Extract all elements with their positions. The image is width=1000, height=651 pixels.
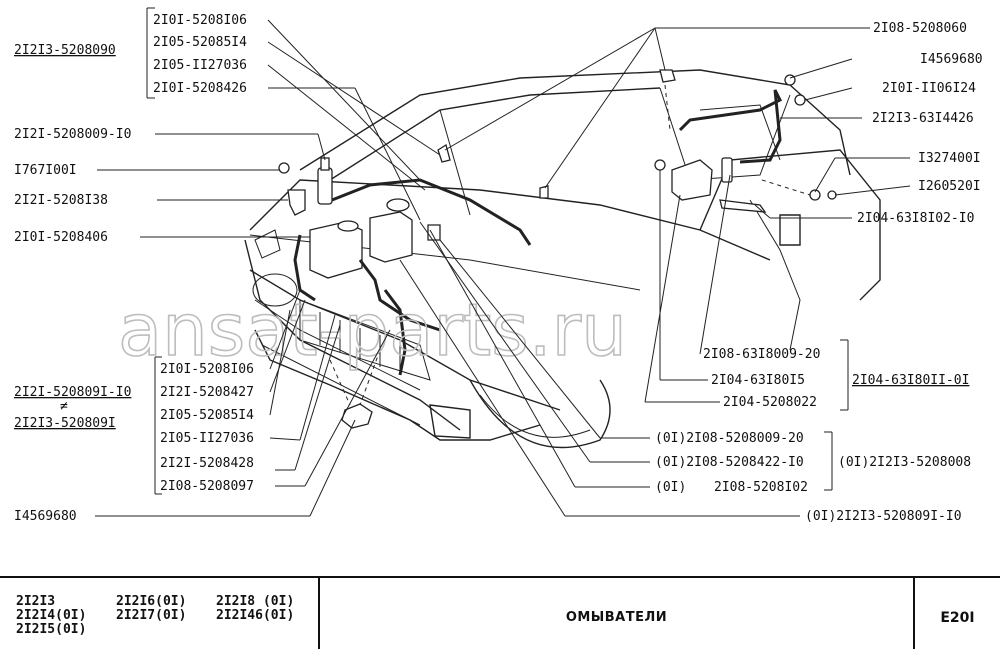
rear-reservoir: [671, 159, 713, 201]
model-r2c1: 2I2I4(0I): [16, 608, 87, 623]
label-5208009-20: (0I)2I08-5208009-20: [655, 431, 804, 446]
label-5208022: 2I04-5208022: [723, 395, 817, 410]
label-mid-group-6: 2I08-5208097: [160, 479, 254, 494]
model-r1c2: 2I2I6(0I): [116, 594, 187, 609]
label-13274001: I327400I: [918, 151, 981, 166]
label-top-group-1: 2I0I-5208I06: [153, 13, 247, 28]
washer-parts: [278, 69, 837, 429]
model-r1c1: 2I2I3: [16, 594, 56, 609]
label-group-header-5208091: 2I2I3-520809I: [14, 416, 116, 431]
label-group-header-5208091-10: 2I2I-520809I-I0: [14, 385, 131, 400]
part-labels: 2I2I3-5208090 2I0I-5208I06 2I05-52085I4 …: [14, 13, 983, 524]
model-r3c1: 2I2I5(0I): [16, 622, 87, 637]
reservoir-right: [369, 211, 413, 263]
label-6314426: 2I2I3-63I4426: [872, 111, 974, 126]
label-top-group-4: 2I0I-5208426: [153, 81, 247, 96]
label-5208091-10-bottom: (0I)2I2I3-520809I-I0: [805, 509, 962, 524]
model-r2c3: 2I2I46(0I): [216, 608, 295, 623]
label-6318102-10: 2I04-63I8I02-I0: [857, 211, 974, 226]
label-6318011-01: 2I04-63I80II-0I: [852, 373, 969, 388]
label-5208060: 2I08-5208060: [873, 21, 967, 36]
label-mid-group-5: 2I2I-5208428: [160, 456, 254, 471]
page-title: ОМЫВАТЕЛИ: [565, 610, 668, 625]
label-top-group-2: 2I05-52085I4: [153, 35, 247, 50]
label-5208008: (0I)2I2I3-5208008: [838, 455, 971, 470]
label-mid-group-2: 2I2I-5208427: [160, 385, 254, 400]
not-equal-sign: ≠: [60, 399, 68, 414]
label-5208009-10: 2I2I-5208009-I0: [14, 127, 131, 142]
models-cell: 2I2I3 2I2I6(0I) 2I2I8 (0I) 2I2I4(0I) 2I2…: [0, 578, 320, 649]
leader-lines: [95, 7, 911, 517]
label-5208102: 2I08-5208I02: [714, 480, 808, 495]
label-group-header-5208090: 2I2I3-5208090: [14, 43, 116, 58]
title-block: 2I2I3 2I2I6(0I) 2I2I8 (0I) 2I2I4(0I) 2I2…: [0, 576, 1000, 651]
label-mid-group-1: 2I0I-5208I06: [160, 362, 254, 377]
label-6318009-20: 2I08-63I8009-20: [703, 347, 820, 362]
code-cell: E20I: [915, 578, 1000, 649]
label-14569680-bottom: I4569680: [14, 509, 77, 524]
label-6318015: 2I04-63I80I5: [711, 373, 805, 388]
parts-diagram: ansat-parts.ru: [14, 7, 983, 524]
title-cell: ОМЫВАТЕЛИ: [320, 578, 915, 649]
model-r1c3: 2I2I8 (0I): [216, 594, 295, 609]
model-r2c2: 2I2I7(0I): [116, 608, 187, 623]
label-5208422-10: (0I)2I08-5208422-I0: [655, 455, 804, 470]
label-1106124: 2I0I-II06I24: [882, 81, 976, 96]
label-mid-group-4: 2I05-II27036: [160, 431, 254, 446]
label-14569680: I4569680: [920, 52, 983, 67]
watermark: ansat-parts.ru: [118, 288, 627, 372]
label-mid-group-3: 2I05-52085I4: [160, 408, 254, 423]
label-12605201: I260520I: [918, 179, 981, 194]
label-top-group-3: 2I05-II27036: [153, 58, 247, 73]
label-5208406: 2I0I-5208406: [14, 230, 108, 245]
section-code: E20I: [940, 610, 975, 626]
label-5208138: 2I2I-5208I38: [14, 193, 108, 208]
label-17671001: I767I00I: [14, 163, 77, 178]
pump: [317, 167, 333, 205]
label-5208102-prefix: (0I): [655, 480, 686, 495]
